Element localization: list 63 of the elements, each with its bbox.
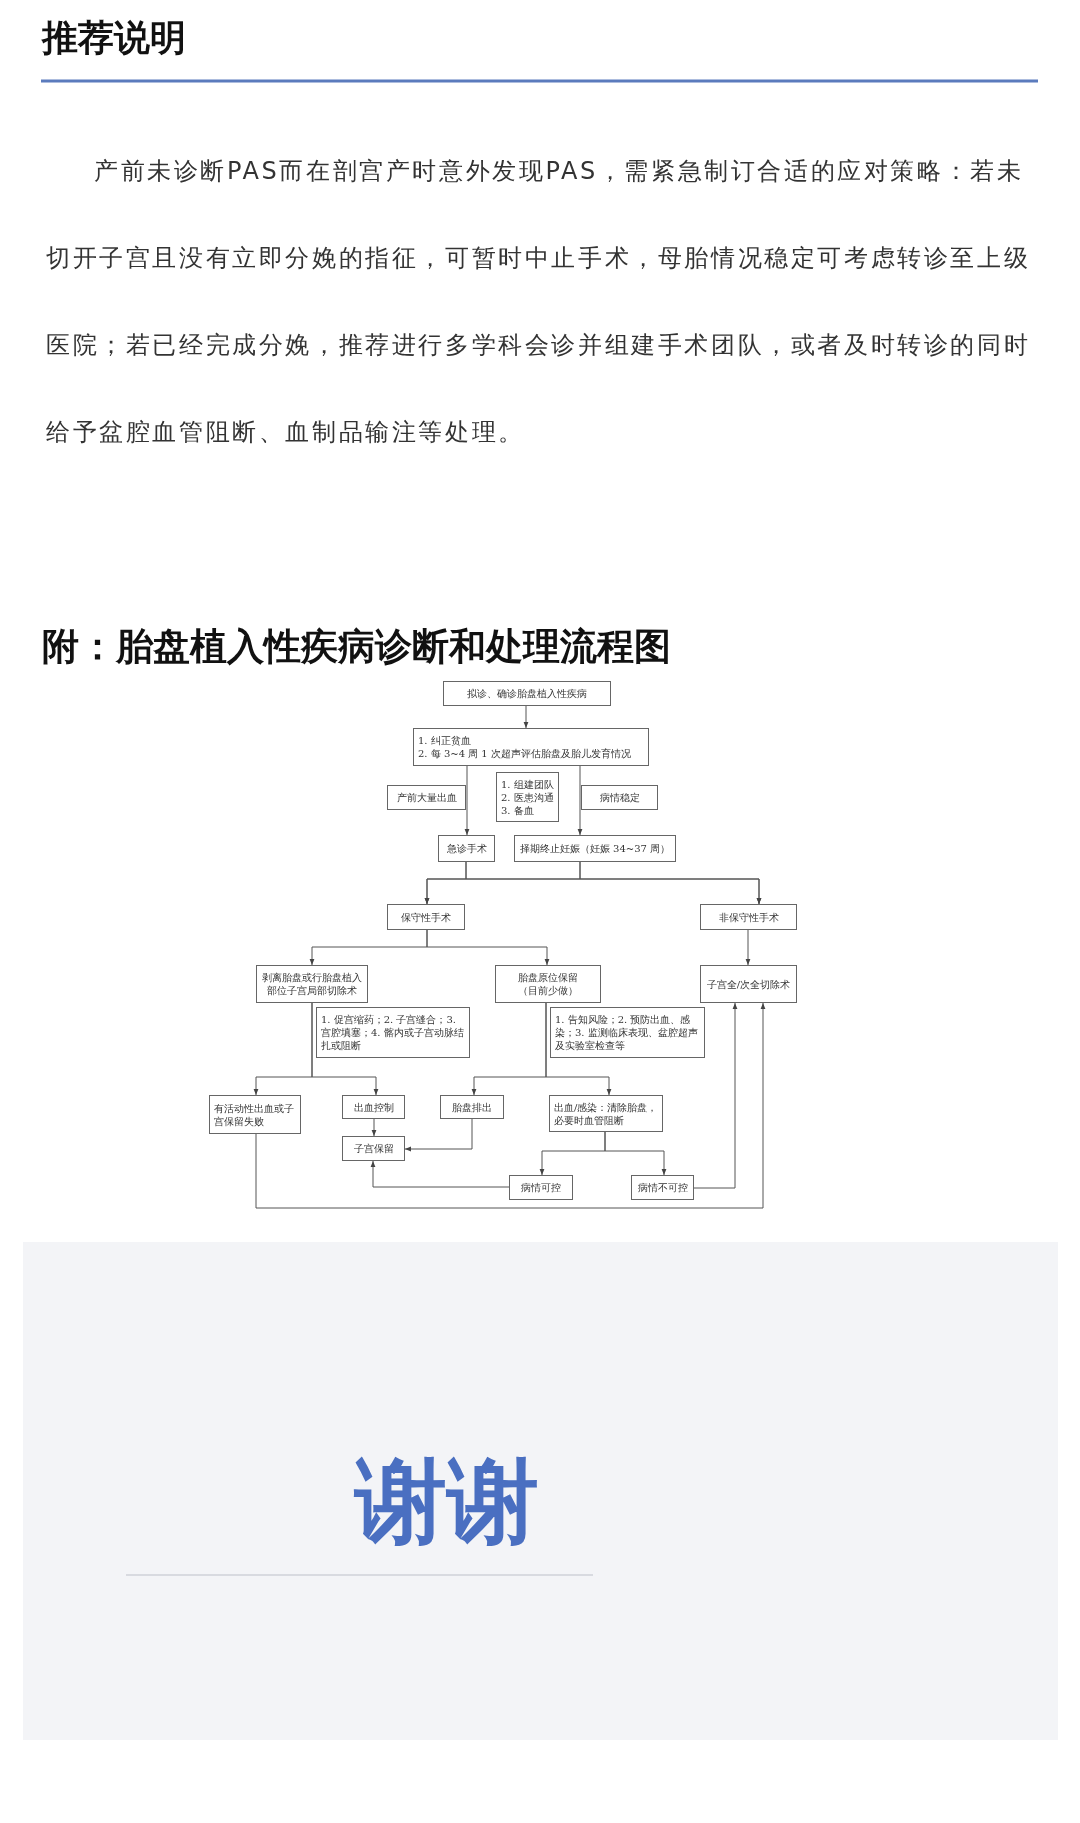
- connector-arrow: [523, 705, 529, 729]
- node-text: 3. 备血: [501, 803, 535, 817]
- node-text: 拟诊、确诊胎盘植入性疾病: [467, 687, 587, 700]
- node-text: 急诊手术: [446, 842, 487, 855]
- node-text: 1. 组建团队: [501, 777, 554, 791]
- connector-arrow: [426, 929, 550, 966]
- node-text: 病情可控: [521, 1181, 561, 1194]
- node-text: 出血/感染：清除胎盘，必要时血管阻断: [554, 1100, 658, 1127]
- node-text: 有活动性出血或子宫保留失败: [214, 1101, 295, 1128]
- process-box: [700, 965, 797, 1003]
- connector-arrow: [255, 1002, 766, 1209]
- process-box: [342, 1095, 405, 1119]
- node-text: 2. 每 3~4 周 1 次超声评估胎盘及胎儿发育情况: [418, 747, 632, 760]
- node-text: 胎盘原位保留: [518, 971, 578, 984]
- process-box: [440, 1095, 504, 1119]
- connector-arrow: [311, 1002, 379, 1096]
- process-box: [550, 1007, 705, 1058]
- node-text: （目前少做）: [518, 984, 578, 997]
- node-text: 非保守性手术: [718, 910, 779, 924]
- process-box: [496, 772, 559, 822]
- connector-arrow: [579, 861, 762, 905]
- node-text: 1. 促宫缩药；2. 子宫缝合；3. 宫腔填塞；4. 髂内或子宫动脉结扎或阻断: [321, 1013, 465, 1052]
- node-text: 保守性手术: [401, 910, 451, 924]
- node-text: 子宫全/次全切除术: [706, 977, 791, 991]
- connector-arrow: [545, 1002, 612, 1096]
- process-box: [209, 1095, 301, 1134]
- process-box: [438, 835, 495, 862]
- node-text: 2. 医患沟通: [501, 790, 554, 804]
- node-text: 病情不可控: [637, 1181, 688, 1194]
- node-text: 剥离胎盘或行胎盘植入部位子宫局部切除术: [261, 971, 363, 997]
- process-box: [342, 1136, 405, 1161]
- connector-arrow: [404, 1118, 473, 1152]
- process-box: [413, 728, 649, 766]
- page-title: 推荐说明: [42, 16, 186, 60]
- node-text: 出血控制: [353, 1100, 394, 1114]
- node-text: 产前大量出血: [396, 791, 457, 804]
- process-box: [256, 965, 368, 1003]
- connector-arrow: [577, 765, 583, 836]
- connector-arrow: [745, 929, 751, 966]
- connector-arrow: [693, 1002, 738, 1189]
- node-text: 子宫保留: [353, 1142, 394, 1155]
- node-text: 1. 告知风险；2. 预防出血、感染；3. 监测临床表现、盆腔超声及实验室检查等: [555, 1013, 699, 1052]
- node-text: 胎盘排出: [452, 1100, 492, 1114]
- connector-arrow: [370, 1160, 510, 1188]
- connector-arrow: [371, 1118, 377, 1137]
- section-heading: 附：胎盘植入性疾病诊断和处理流程图: [42, 624, 672, 670]
- process-box: [509, 1175, 573, 1200]
- connector-arrow: [604, 1131, 667, 1176]
- thanks-text: 谢谢: [355, 1447, 540, 1557]
- body-paragraph: 产前未诊断PAS而在剖宫产时意外发现PAS，需紧急制订合适的应对策略：若未切开子宫且没有立即分娩的指征，可暂时中止手术，母胎情况稳定可考虑转诊至上级医院；若已经完成分娩，推荐进行多学科会诊并组建手术团队，或者及时转诊的同时给予盆腔血管阻断、血制品输注等处理。: [46, 156, 1032, 448]
- node-text: 病情稳定: [599, 791, 640, 804]
- process-box: [443, 681, 611, 706]
- process-box: [495, 965, 601, 1003]
- process-box: [387, 785, 466, 810]
- process-box: [316, 1007, 470, 1058]
- process-box: [581, 785, 658, 810]
- connector-arrow: [464, 765, 470, 836]
- process-box: [514, 835, 676, 862]
- process-box: [631, 1175, 694, 1200]
- process-box: [700, 904, 797, 930]
- process-box: [387, 904, 465, 930]
- node-text: 择期终止妊娠（妊娠 34~37 周）: [519, 842, 671, 855]
- node-text: 1. 纠正贫血: [418, 734, 472, 747]
